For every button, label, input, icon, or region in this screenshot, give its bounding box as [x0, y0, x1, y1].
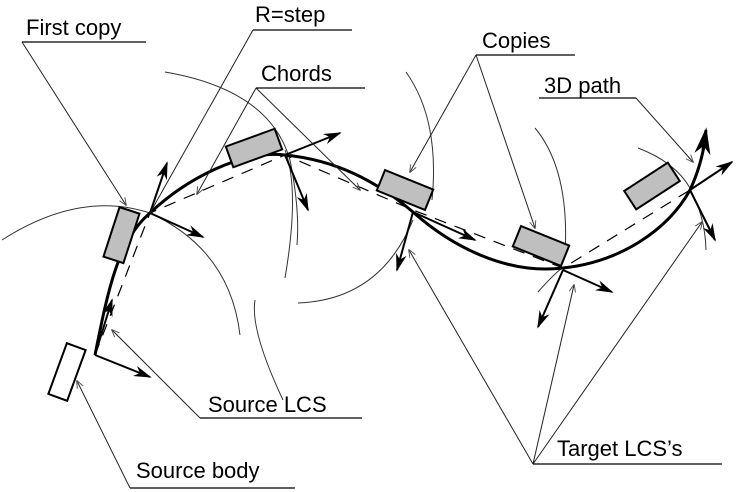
svg-text:Chords: Chords [261, 61, 332, 86]
leader-chords-2 [255, 87, 360, 190]
leader-r-step [149, 29, 254, 214]
leader-chords-1 [197, 87, 257, 194]
svg-text:Source LCS: Source LCS [208, 392, 327, 417]
copy-2 [224, 127, 284, 169]
arc-8 [534, 127, 567, 256]
arc-7 [405, 71, 434, 201]
label-r-step: R=step [253, 2, 352, 31]
source-lcs-axes [94, 298, 152, 378]
leader-source-body [77, 381, 131, 489]
label-copies: Copies [476, 28, 575, 56]
arc-1 [1, 205, 151, 241]
arc-3 [164, 71, 299, 246]
svg-text:First copy: First copy [26, 15, 121, 40]
arc-6 [297, 219, 414, 304]
copy-3 [375, 168, 435, 212]
chords-polyline [94, 154, 691, 356]
leader-lines [21, 29, 702, 489]
leader-first-copy [21, 41, 126, 205]
label-target-lcs: Target LCS’s [533, 436, 722, 465]
copy-4 [511, 224, 571, 268]
step-radius-arcs [1, 71, 707, 401]
leader-target-lcs-1 [409, 250, 534, 465]
label-chords: Chords [256, 61, 365, 89]
leader-copies-2 [475, 54, 535, 228]
arc-2 [149, 212, 241, 336]
leader-target-lcs-3 [532, 222, 702, 465]
label-first-copy: First copy [22, 15, 146, 43]
copy-5 [622, 161, 682, 211]
svg-text:Target LCS’s: Target LCS’s [557, 436, 683, 461]
svg-text:R=step: R=step [255, 2, 325, 27]
3d-path-curve [93, 139, 707, 356]
source-body [47, 341, 87, 403]
arc-4 [253, 299, 284, 401]
svg-text:Copies: Copies [482, 28, 550, 53]
label-source-body: Source body [130, 458, 295, 489]
target-lcs-axes [149, 132, 734, 329]
leader-source-lcs [112, 330, 201, 419]
arc-11 [689, 189, 707, 251]
svg-text:3D path: 3D path [544, 73, 621, 98]
label-source-lcs: Source LCS [200, 392, 362, 419]
path-direction-arrow [694, 127, 711, 156]
copy-1 [102, 205, 141, 265]
leader-copies-1 [410, 54, 477, 172]
leader-target-lcs-2 [532, 285, 574, 465]
copies [102, 127, 682, 268]
svg-text:Source body: Source body [136, 458, 260, 483]
label-3d-path: 3D path [539, 73, 636, 99]
leader-3d-path [635, 97, 693, 162]
